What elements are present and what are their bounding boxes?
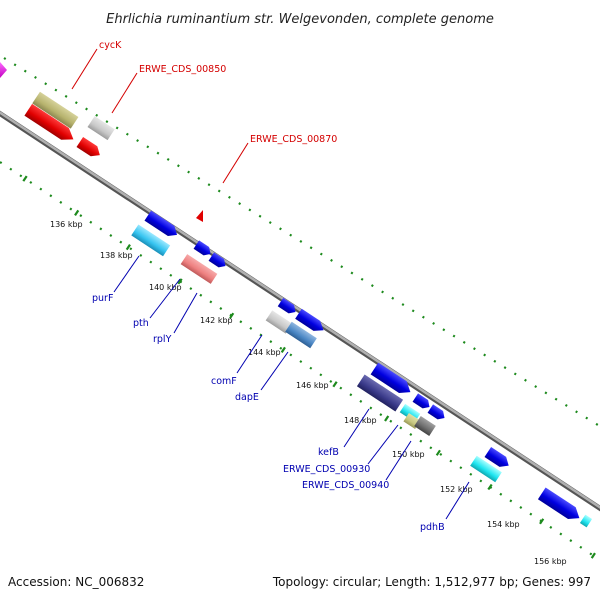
major-tick — [74, 209, 80, 217]
feature-pth — [180, 254, 218, 284]
genome-backbone — [0, 110, 600, 512]
feature-blue-10 — [537, 487, 580, 519]
label-rplY: rplY — [153, 334, 172, 345]
label-erwe-cds-00930: ERWE_CDS_00930 — [283, 464, 370, 475]
tick-label: 148 kbp — [344, 416, 377, 425]
tick-label: 142 kbp — [200, 316, 233, 325]
feature-aqua-edge — [579, 514, 593, 528]
feature-red-2 — [76, 136, 100, 157]
major-tick — [125, 243, 131, 251]
feature-purF — [131, 224, 171, 257]
accession-text: Accession: NC_006832 — [8, 575, 144, 589]
feature-pdhB — [470, 455, 502, 483]
feature-blue-3 — [208, 252, 226, 268]
inner-tick-track — [0, 161, 600, 561]
major-tick — [22, 175, 28, 182]
tick-label: 156 kbp — [534, 557, 567, 566]
label-purF: purF — [92, 293, 113, 304]
tick-label: 152 kbp — [440, 485, 473, 494]
feature-blue-5 — [295, 308, 324, 331]
label-dapE: dapE — [235, 392, 259, 403]
label-erwe-cds-00850: ERWE_CDS_00850 — [139, 64, 226, 75]
tick-label: 144 kbp — [248, 348, 281, 357]
map-title: Ehrlichia ruminantium str. Welgevonden, … — [106, 12, 494, 27]
major-tick — [280, 346, 286, 354]
tick-label: 154 kbp — [487, 520, 520, 529]
feature-blue-1 — [144, 210, 178, 237]
tick-label: 136 kbp — [50, 220, 83, 229]
major-tick — [332, 381, 338, 388]
label-comF: comF — [211, 376, 237, 387]
feature-darkgray — [414, 416, 436, 436]
outer-tick-track — [3, 57, 600, 428]
tick-label: 146 kbp — [296, 381, 329, 390]
major-tick — [487, 483, 493, 491]
feature-blue-9 — [484, 446, 509, 467]
feature-red-1 — [24, 103, 74, 140]
major-tick — [435, 449, 441, 456]
label-erwe-cds-00870: ERWE_CDS_00870 — [250, 134, 337, 145]
feature-rplY — [265, 310, 293, 334]
topology-text: Topology: circular; Length: 1,512,977 bp… — [272, 575, 591, 589]
red-labels — [71, 48, 249, 184]
major-tick — [590, 552, 596, 559]
feature-blue-7 — [412, 393, 430, 409]
feature-blue-2 — [193, 240, 211, 256]
feature-blue-4 — [277, 297, 296, 314]
major-tick — [384, 415, 390, 422]
major-tick — [177, 278, 183, 285]
major-tick — [229, 312, 235, 319]
tick-label: 150 kbp — [392, 450, 425, 459]
label-pdhB: pdhB — [420, 522, 445, 533]
feature-blue-8 — [427, 404, 445, 420]
tick-label: 140 kbp — [149, 283, 182, 292]
feature-dapE — [285, 321, 317, 349]
label-cycK: cycK — [99, 40, 122, 51]
label-kefB: kefB — [318, 447, 339, 458]
label-pth: pth — [133, 318, 149, 329]
feature-cycK — [32, 91, 79, 129]
major-ticks — [22, 175, 596, 559]
feature-erwe-00850 — [87, 116, 115, 141]
tick-labels: 136 kbp 138 kbp 140 kbp 142 kbp 144 kbp … — [50, 220, 567, 566]
blue-leaders — [113, 255, 470, 520]
major-tick — [539, 518, 545, 525]
feature-erwe-00870 — [196, 210, 203, 222]
feature-kefB — [356, 374, 404, 412]
tick-label: 138 kbp — [100, 251, 133, 260]
label-erwe-cds-00940: ERWE_CDS_00940 — [302, 480, 389, 491]
feature-magenta — [0, 62, 7, 78]
feature-blue-6 — [370, 362, 411, 393]
